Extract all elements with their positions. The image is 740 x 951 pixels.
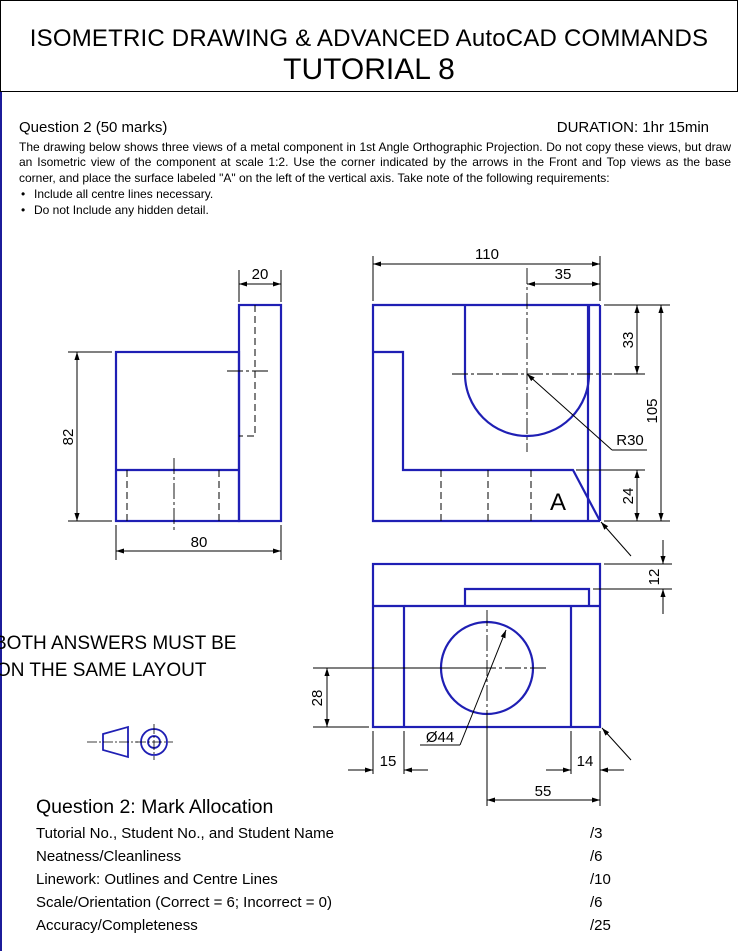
allocation-item-mark: /3 (590, 825, 603, 842)
allocation-item-label: Neatness/Cleanliness (36, 848, 182, 865)
dimension-label: 110 (475, 246, 499, 263)
title-block: ISOMETRIC DRAWING & ADVANCED AutoCAD COM… (0, 0, 738, 92)
requirement-item: Do not Include any hidden detail. (21, 203, 731, 219)
first-angle-projection-symbol (87, 724, 173, 760)
allocation-item-label: Tutorial No., Student No., and Student N… (36, 825, 334, 842)
surface-label-a: A (550, 489, 566, 516)
dimension-label: 12 (646, 569, 663, 586)
left-border (0, 92, 2, 951)
dimension-label: Ø44 (426, 729, 454, 746)
allocation-item-label: Linework: Outlines and Centre Lines (36, 871, 278, 888)
dimension-label: 55 (535, 783, 552, 800)
front-view: 110 35 33 105 R30 24 A (371, 246, 670, 557)
dimension-label: 82 (60, 429, 77, 446)
description-text: The drawing below shows three views of a… (19, 140, 731, 185)
requirement-item: Include all centre lines necessary. (21, 187, 731, 203)
allocation-row: Scale/Orientation (Correct = 6; Incorrec… (36, 891, 676, 914)
layout-note-line1: BOTH ANSWERS MUST BE (0, 633, 237, 654)
tutorial-number: TUTORIAL 8 (283, 53, 455, 86)
allocation-row: Accuracy/Completeness /25 (36, 914, 676, 937)
allocation-row: Tutorial No., Student No., and Student N… (36, 822, 676, 845)
dimension-label: 15 (380, 753, 397, 770)
allocation-item-label: Accuracy/Completeness (36, 917, 198, 934)
dimension-label: 28 (309, 690, 326, 707)
top-view: 12 28 Ø44 15 14 55 (309, 540, 672, 806)
question-label: Question 2 (50 marks) (19, 119, 168, 136)
dimension-label: 105 (644, 398, 661, 423)
question-description: The drawing below shows three views of a… (19, 140, 731, 218)
side-view: 20 82 80 (60, 266, 283, 560)
page-title: ISOMETRIC DRAWING & ADVANCED AutoCAD COM… (29, 25, 709, 52)
allocation-item-mark: /6 (590, 848, 603, 865)
duration: DURATION: 1hr 15min (556, 119, 709, 136)
dimension-label: 20 (252, 266, 269, 283)
allocation-row: Linework: Outlines and Centre Lines /10 (36, 868, 676, 891)
allocation-item-mark: /10 (590, 871, 611, 888)
allocation-item-mark: /6 (590, 894, 603, 911)
dimension-label: 33 (620, 332, 637, 349)
dimension-label: 80 (191, 534, 208, 551)
allocation-item-mark: /25 (590, 917, 611, 934)
dimension-label: 14 (577, 753, 594, 770)
allocation-item-label: Scale/Orientation (Correct = 6; Incorrec… (36, 894, 332, 911)
allocation-row: Neatness/Cleanliness /6 (36, 845, 676, 868)
layout-note-line2: ON THE SAME LAYOUT (0, 660, 207, 681)
dimension-label: 35 (555, 266, 572, 283)
mark-allocation: Question 2: Mark Allocation Tutorial No.… (36, 796, 676, 937)
dimension-label: 24 (620, 488, 637, 505)
allocation-title: Question 2: Mark Allocation (36, 796, 274, 818)
dimension-label: R30 (616, 432, 644, 449)
requirements-list: Include all centre lines necessary. Do n… (19, 187, 731, 218)
